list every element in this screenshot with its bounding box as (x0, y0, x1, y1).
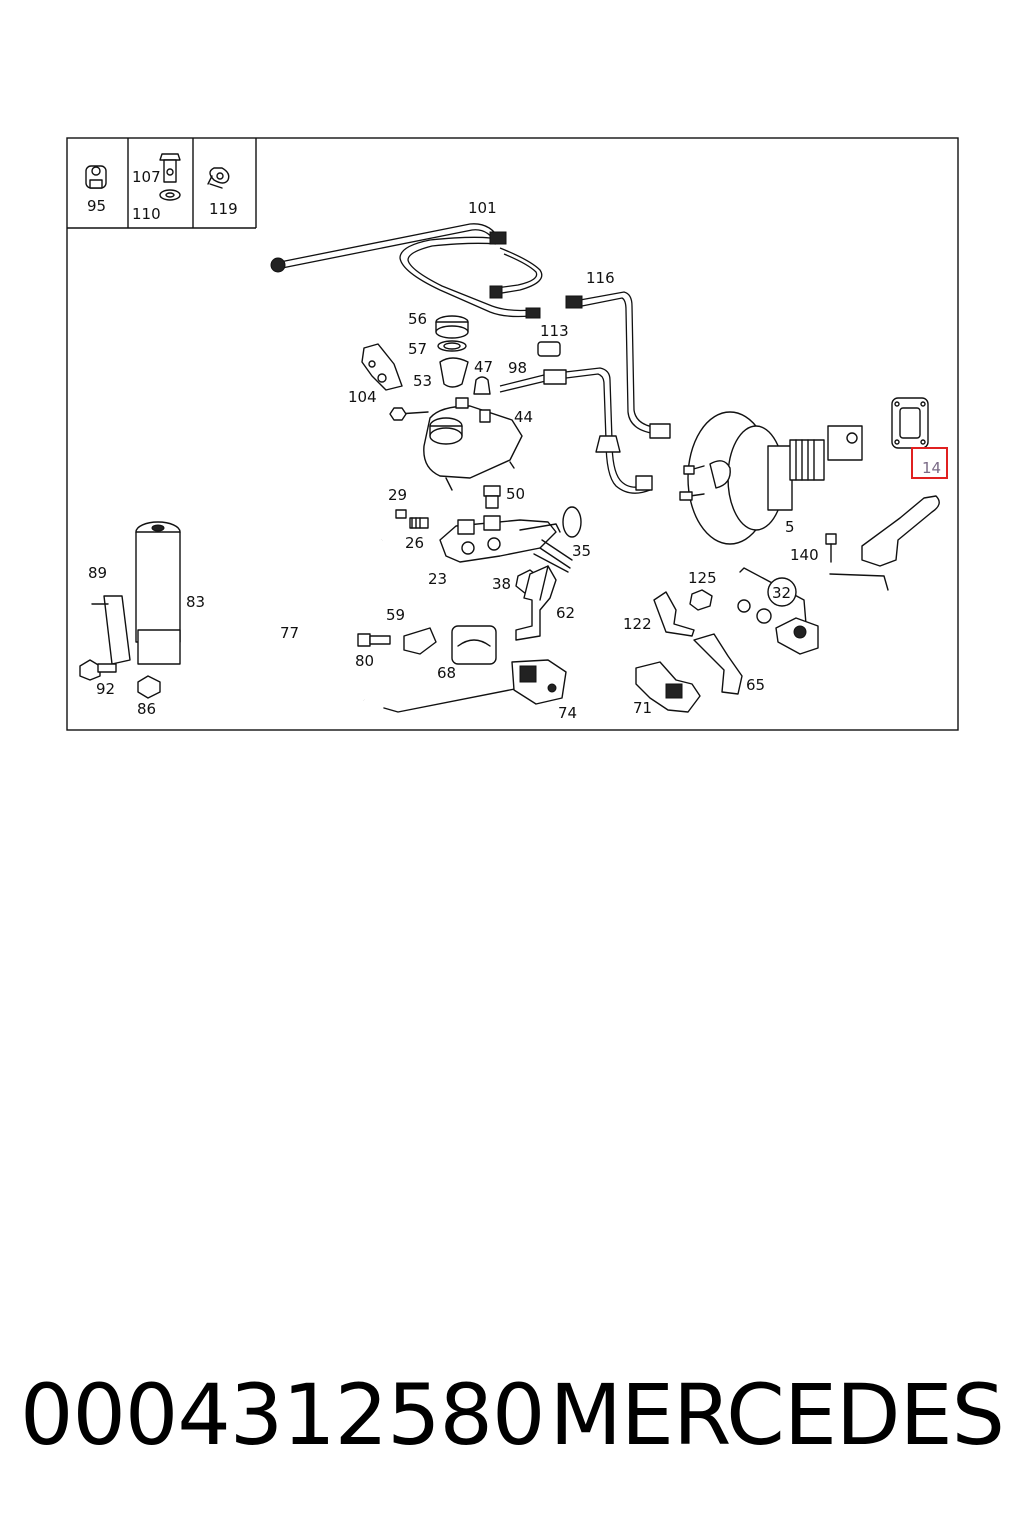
sleeve-113 (537, 341, 561, 357)
plug-50 (483, 485, 501, 509)
label-92: 92 (96, 680, 115, 698)
gasket-14 (891, 397, 929, 449)
valve-unit-74 (511, 659, 567, 705)
inset-label-95: 95 (87, 197, 106, 215)
banjo-bolt-icon (159, 153, 181, 201)
nut-125 (689, 589, 713, 611)
label-32: 32 (772, 584, 791, 602)
part-number: 0004312580 (20, 1366, 545, 1464)
product-caption: 0004312580 MERCEDES (20, 1360, 1005, 1470)
label-50: 50 (506, 485, 525, 503)
label-86: 86 (137, 700, 156, 718)
label-35: 35 (572, 542, 591, 560)
brake-line-98 (499, 367, 653, 494)
bracket-65 (693, 633, 743, 695)
label-89: 89 (88, 564, 107, 582)
label-125: 125 (688, 569, 717, 587)
brand-name: MERCEDES (549, 1366, 1005, 1464)
label-53: 53 (413, 372, 432, 390)
bracket-62 (515, 565, 557, 641)
label-59: 59 (386, 606, 405, 624)
mounting-bracket (825, 495, 940, 591)
label-38: 38 (492, 575, 511, 593)
label-98: 98 (508, 359, 527, 377)
label-65: 65 (746, 676, 765, 694)
inset-legend: 95 107 110 119 (67, 138, 257, 229)
bolt-80-clip-59 (357, 627, 437, 655)
nut-86 (137, 675, 161, 699)
mount-71 (635, 661, 701, 713)
label-122: 122 (623, 615, 652, 633)
label-44: 44 (514, 408, 533, 426)
bracket-104 (361, 343, 403, 391)
label-68: 68 (437, 664, 456, 682)
brake-line-101 (270, 223, 543, 319)
inset-label-107: 107 (132, 168, 161, 186)
plug-47 (473, 376, 491, 395)
inset-label-110: 110 (132, 205, 161, 223)
parts-diagram: 95 107 110 119 (0, 0, 1024, 760)
hose-clip-icon (207, 167, 230, 189)
label-140: 140 (790, 546, 819, 564)
label-29: 29 (388, 486, 407, 504)
bleed-screw-29-26 (395, 509, 429, 529)
brake-booster (679, 411, 863, 545)
label-47: 47 (474, 358, 493, 376)
reservoir-cap (435, 315, 469, 352)
label-56: 56 (408, 310, 427, 328)
hydraulic-accumulator (91, 521, 181, 665)
highlight-label-14: 14 (922, 459, 941, 477)
grommet-icon (85, 165, 107, 189)
label-26: 26 (405, 534, 424, 552)
pressure-sensor-group (737, 567, 819, 655)
bracket-122 (653, 591, 695, 637)
diagram-border (66, 137, 959, 731)
highlight-box (911, 447, 948, 479)
label-57: 57 (408, 340, 427, 358)
reservoir-filter (439, 357, 469, 388)
label-23: 23 (428, 570, 447, 588)
label-74: 74 (558, 704, 577, 722)
brake-fluid-reservoir (389, 397, 523, 491)
inset-label-119: 119 (209, 200, 238, 218)
label-83: 83 (186, 593, 205, 611)
o-ring-35 (562, 506, 582, 538)
label-116: 116 (586, 269, 615, 287)
label-5: 5 (785, 518, 795, 536)
label-80: 80 (355, 652, 374, 670)
label-77: 77 (280, 624, 299, 642)
bolt-92 (79, 659, 117, 681)
label-113: 113 (540, 322, 569, 340)
brake-line-116 (565, 291, 671, 439)
brake-master-cylinder (439, 515, 561, 563)
label-104: 104 (348, 388, 377, 406)
label-62: 62 (556, 604, 575, 622)
label-71: 71 (633, 699, 652, 717)
label-101: 101 (468, 199, 497, 217)
bushing-68 (451, 625, 497, 665)
